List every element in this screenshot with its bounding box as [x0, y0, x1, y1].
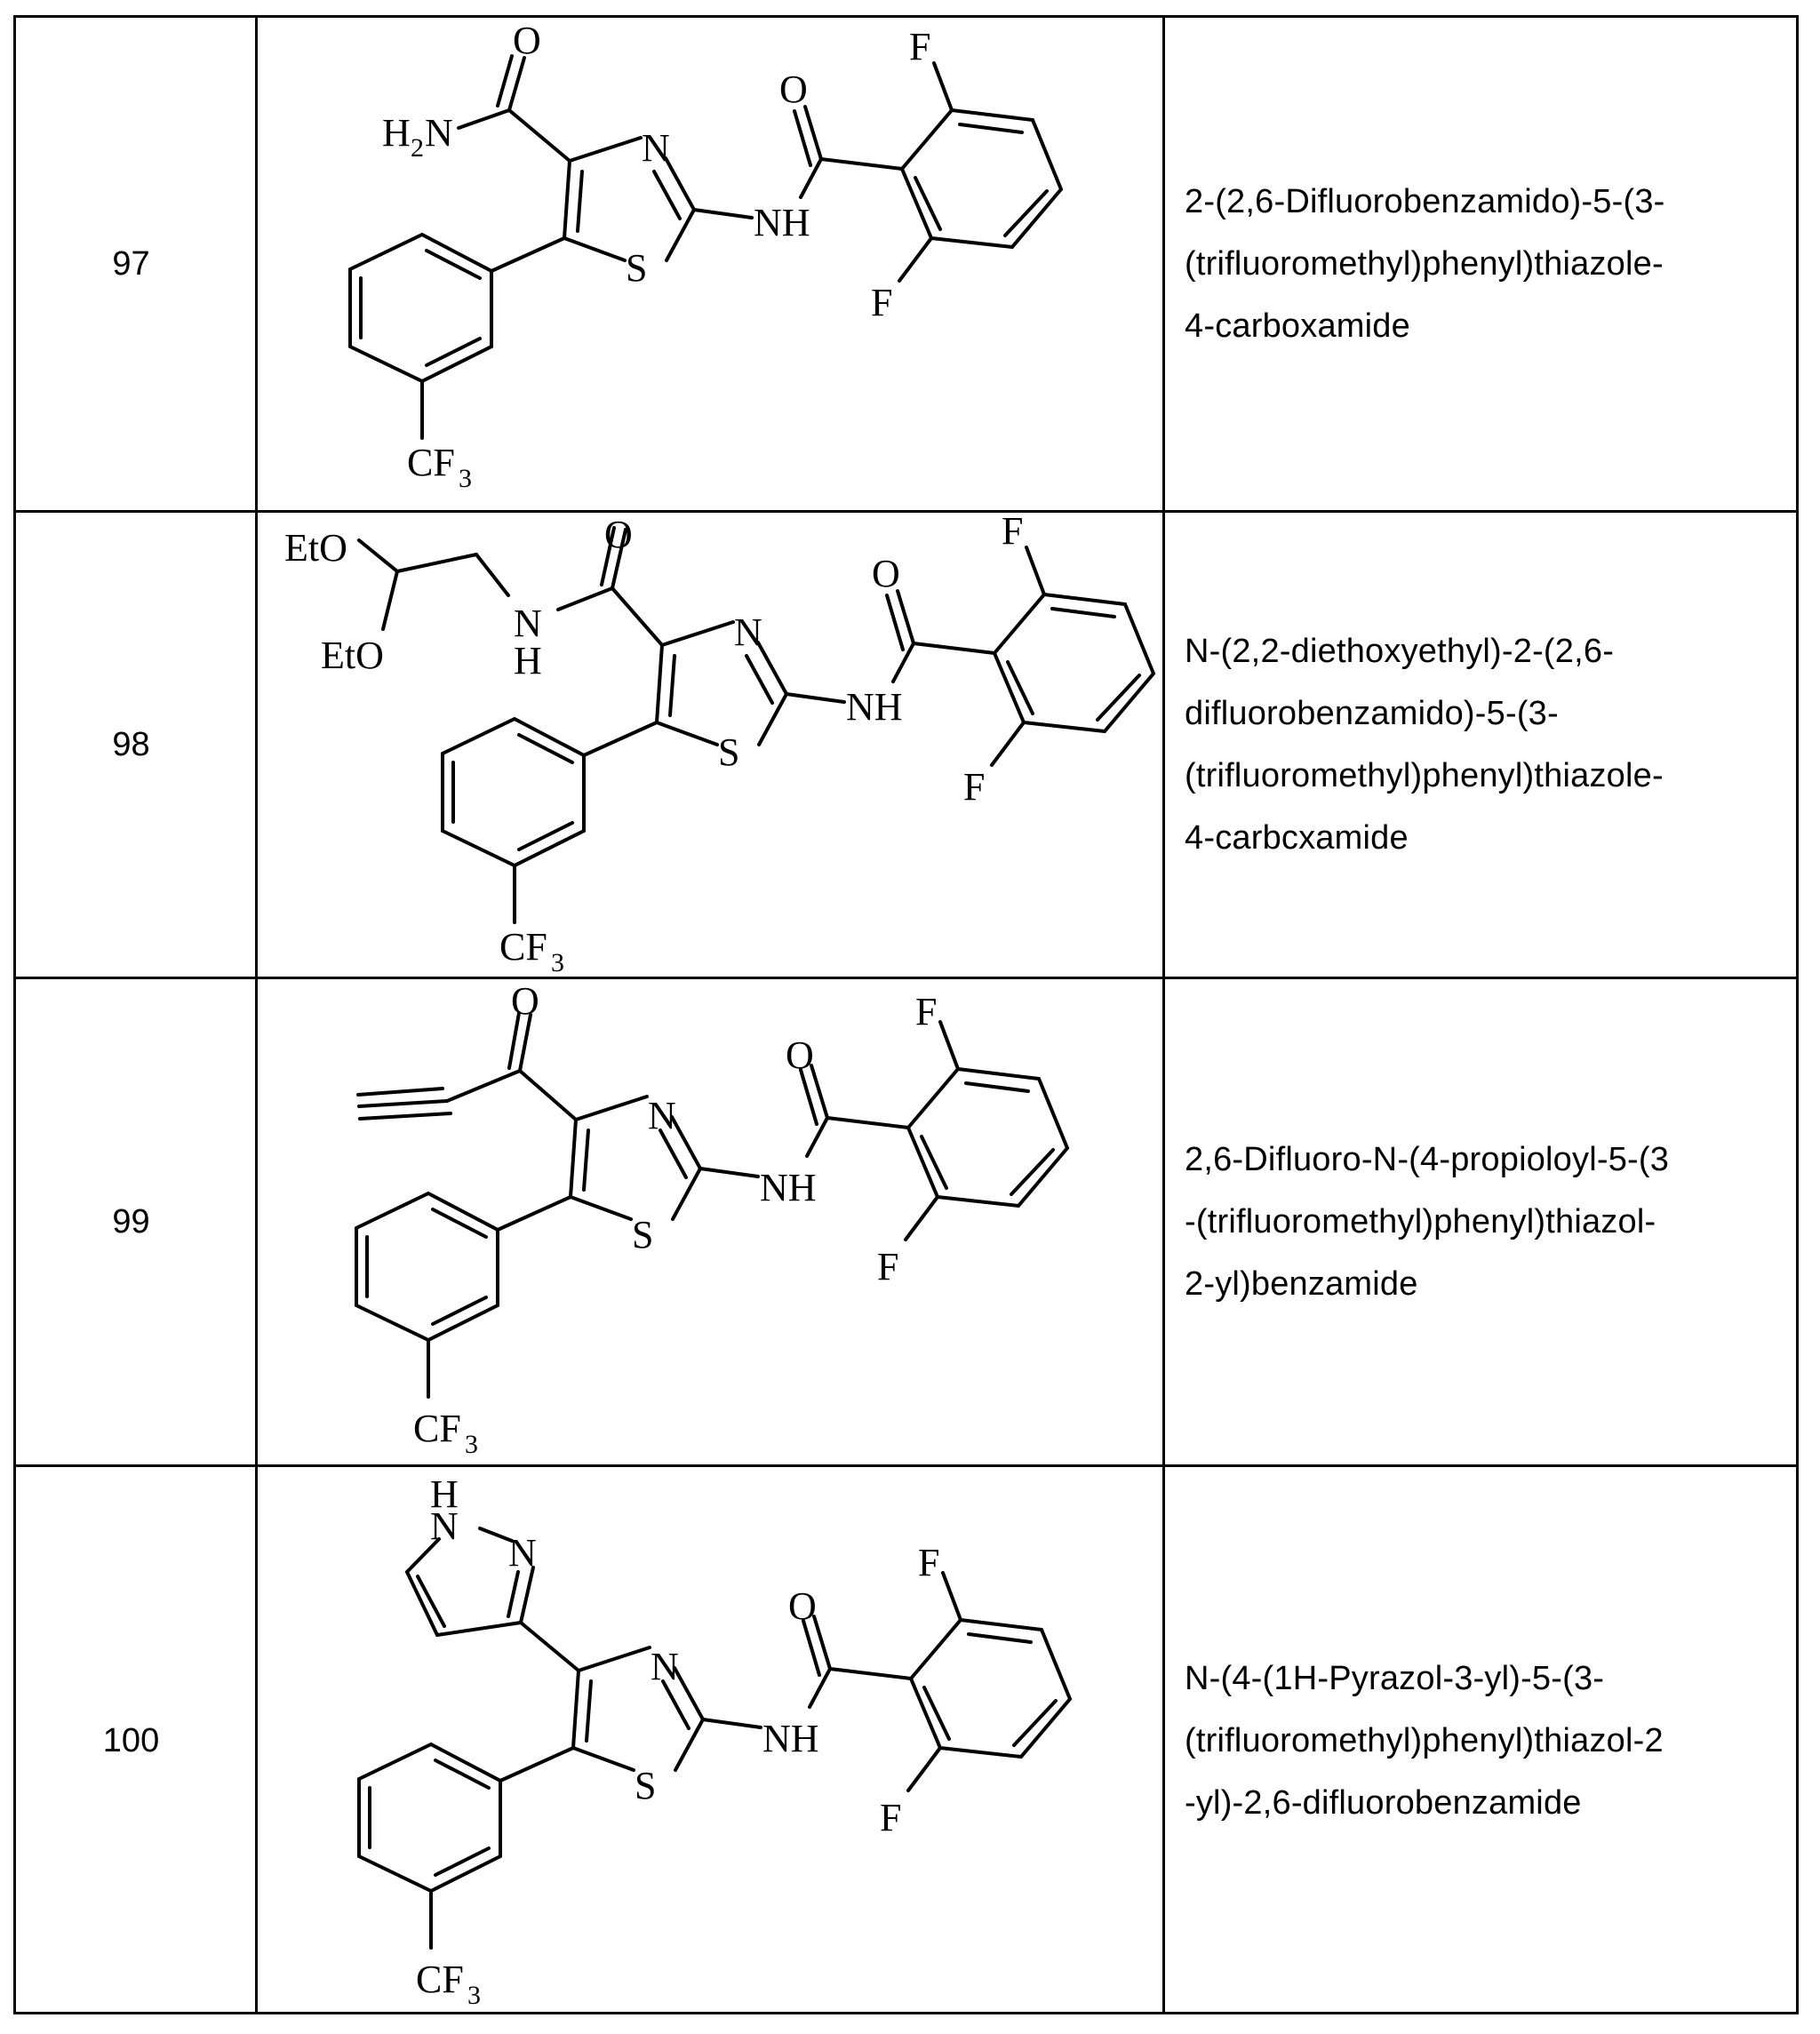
- atom-label: O: [779, 68, 808, 111]
- name-line: 4-carboxamide: [1185, 307, 1410, 345]
- compound-number-cell: 97: [16, 18, 258, 510]
- atom-label: N: [642, 126, 670, 170]
- atom-label: N: [425, 111, 453, 155]
- atom-label: F: [918, 1541, 939, 1584]
- compound-name-cell: 2,6-Difluoro-N-(4-propioloyl-5-(3 -(trif…: [1165, 979, 1796, 1464]
- atom-label: NH: [754, 201, 810, 244]
- atom-label: S: [632, 1213, 653, 1256]
- atom-label: 3: [551, 948, 564, 977]
- atom-label: NH: [762, 1717, 819, 1760]
- compound-name-cell: 2-(2,6-Difluorobenzamido)-5-(3- (trifluo…: [1165, 18, 1796, 510]
- atom-label: EtO: [284, 526, 347, 570]
- atom-label: 2: [411, 133, 424, 163]
- compound-table: 97: [13, 15, 1799, 2014]
- atom-label: 3: [459, 464, 472, 493]
- atom-label: CF: [413, 1407, 461, 1450]
- compound-number-cell: 100: [16, 1467, 258, 2014]
- name-line: 2,6-Difluoro-N-(4-propioloyl-5-(3: [1185, 1141, 1670, 1178]
- table-row: 100: [16, 1464, 1796, 2014]
- chemical-structure-image: EtO EtO N H O N S NH O F F CF 3: [284, 513, 1156, 977]
- atom-label: S: [626, 246, 647, 290]
- atom-label: N: [508, 1531, 537, 1575]
- compound-number: 99: [112, 1202, 150, 1240]
- atom-label: N: [514, 602, 542, 645]
- atom-label: O: [513, 19, 541, 62]
- table-row: 99: [16, 977, 1796, 1464]
- atom-label: N: [734, 610, 762, 654]
- atom-label: CF: [407, 441, 455, 484]
- atom-label: H: [382, 111, 411, 155]
- name-line: (trifluoromethyl)phenyl)thiazol-2: [1185, 1722, 1664, 1759]
- atom-label: NH: [846, 685, 903, 729]
- compound-name-cell: N-(4-(1H-Pyrazol-3-yl)-5-(3- (trifluorom…: [1165, 1467, 1796, 2014]
- atom-label: F: [1002, 513, 1023, 553]
- name-line: 4-carbcxamide: [1185, 819, 1409, 857]
- atom-label: O: [511, 979, 539, 1023]
- compound-name: N-(4-(1H-Pyrazol-3-yl)-5-(3- (trifluorom…: [1185, 1647, 1664, 1834]
- chemical-structure-image: O N S NH O F F CF 3: [355, 979, 1070, 1459]
- atom-label: F: [963, 765, 985, 809]
- atom-label: EtO: [321, 634, 384, 677]
- compound-number: 98: [112, 725, 150, 763]
- name-line: difluorobenzamido)-5-(3-: [1185, 695, 1559, 732]
- compound-name: N-(2,2-diethoxyethyl)-2-(2,6- difluorobe…: [1185, 620, 1664, 869]
- chemical-structure-image: H 2 N O N S NH O F F CF 3: [348, 19, 1064, 493]
- compound-number-cell: 98: [16, 513, 258, 977]
- atom-label: F: [880, 1796, 901, 1839]
- compound-name: 2-(2,6-Difluorobenzamido)-5-(3- (trifluo…: [1185, 171, 1665, 357]
- atom-label: O: [872, 552, 900, 595]
- compound-name-cell: N-(2,2-diethoxyethyl)-2-(2,6- difluorobe…: [1165, 513, 1796, 977]
- name-line: -yl)-2,6-difluorobenzamide: [1185, 1784, 1582, 1822]
- atom-label: S: [635, 1764, 656, 1807]
- table-row: 98: [16, 510, 1796, 977]
- name-line: 2-(2,6-Difluorobenzamido)-5-(3-: [1185, 183, 1665, 220]
- structure-cell: H 2 N O N S NH O F F CF 3: [258, 18, 1165, 510]
- atom-label: S: [718, 730, 739, 774]
- atom-label: N: [648, 1094, 676, 1137]
- structure-cell: H N N N S NH O F F CF 3: [258, 1467, 1165, 2014]
- atom-label: F: [909, 25, 930, 68]
- atom-label: F: [915, 990, 937, 1033]
- atom-label: CF: [499, 925, 547, 969]
- atom-label: 3: [465, 1430, 478, 1459]
- atom-label: CF: [416, 1958, 464, 2001]
- name-line: N-(2,2-diethoxyethyl)-2-(2,6-: [1185, 633, 1615, 670]
- atom-label: O: [786, 1033, 814, 1077]
- name-line: 2-yl)benzamide: [1185, 1265, 1418, 1303]
- atom-label: N: [430, 1504, 459, 1548]
- chemical-structure-image: H N N N S NH O F F CF 3: [357, 1472, 1073, 2010]
- structure-cell: EtO EtO N H O N S NH O F F CF 3: [258, 513, 1165, 977]
- atom-label: 3: [467, 1981, 481, 2010]
- table-row: 97: [16, 18, 1796, 510]
- compound-name: 2,6-Difluoro-N-(4-propioloyl-5-(3 -(trif…: [1185, 1129, 1669, 1315]
- name-line: (trifluoromethyl)phenyl)thiazole-: [1185, 245, 1664, 283]
- atom-label: O: [788, 1584, 817, 1628]
- atom-label: H: [430, 1472, 459, 1516]
- compound-number-cell: 99: [16, 979, 258, 1464]
- atom-label: N: [651, 1645, 679, 1688]
- atom-label: H: [514, 639, 542, 682]
- atom-label: NH: [760, 1166, 817, 1209]
- atom-label: F: [871, 281, 892, 324]
- atom-label: F: [877, 1245, 898, 1288]
- structure-cell: O N S NH O F F CF 3: [258, 979, 1165, 1464]
- name-line: N-(4-(1H-Pyrazol-3-yl)-5-(3-: [1185, 1660, 1605, 1697]
- atom-label: O: [604, 513, 633, 556]
- compound-number: 100: [102, 1721, 160, 1759]
- name-line: -(trifluoromethyl)phenyl)thiazol-: [1185, 1203, 1656, 1240]
- compound-number: 97: [112, 244, 150, 283]
- name-line: (trifluoromethyl)phenyl)thiazole-: [1185, 757, 1664, 794]
